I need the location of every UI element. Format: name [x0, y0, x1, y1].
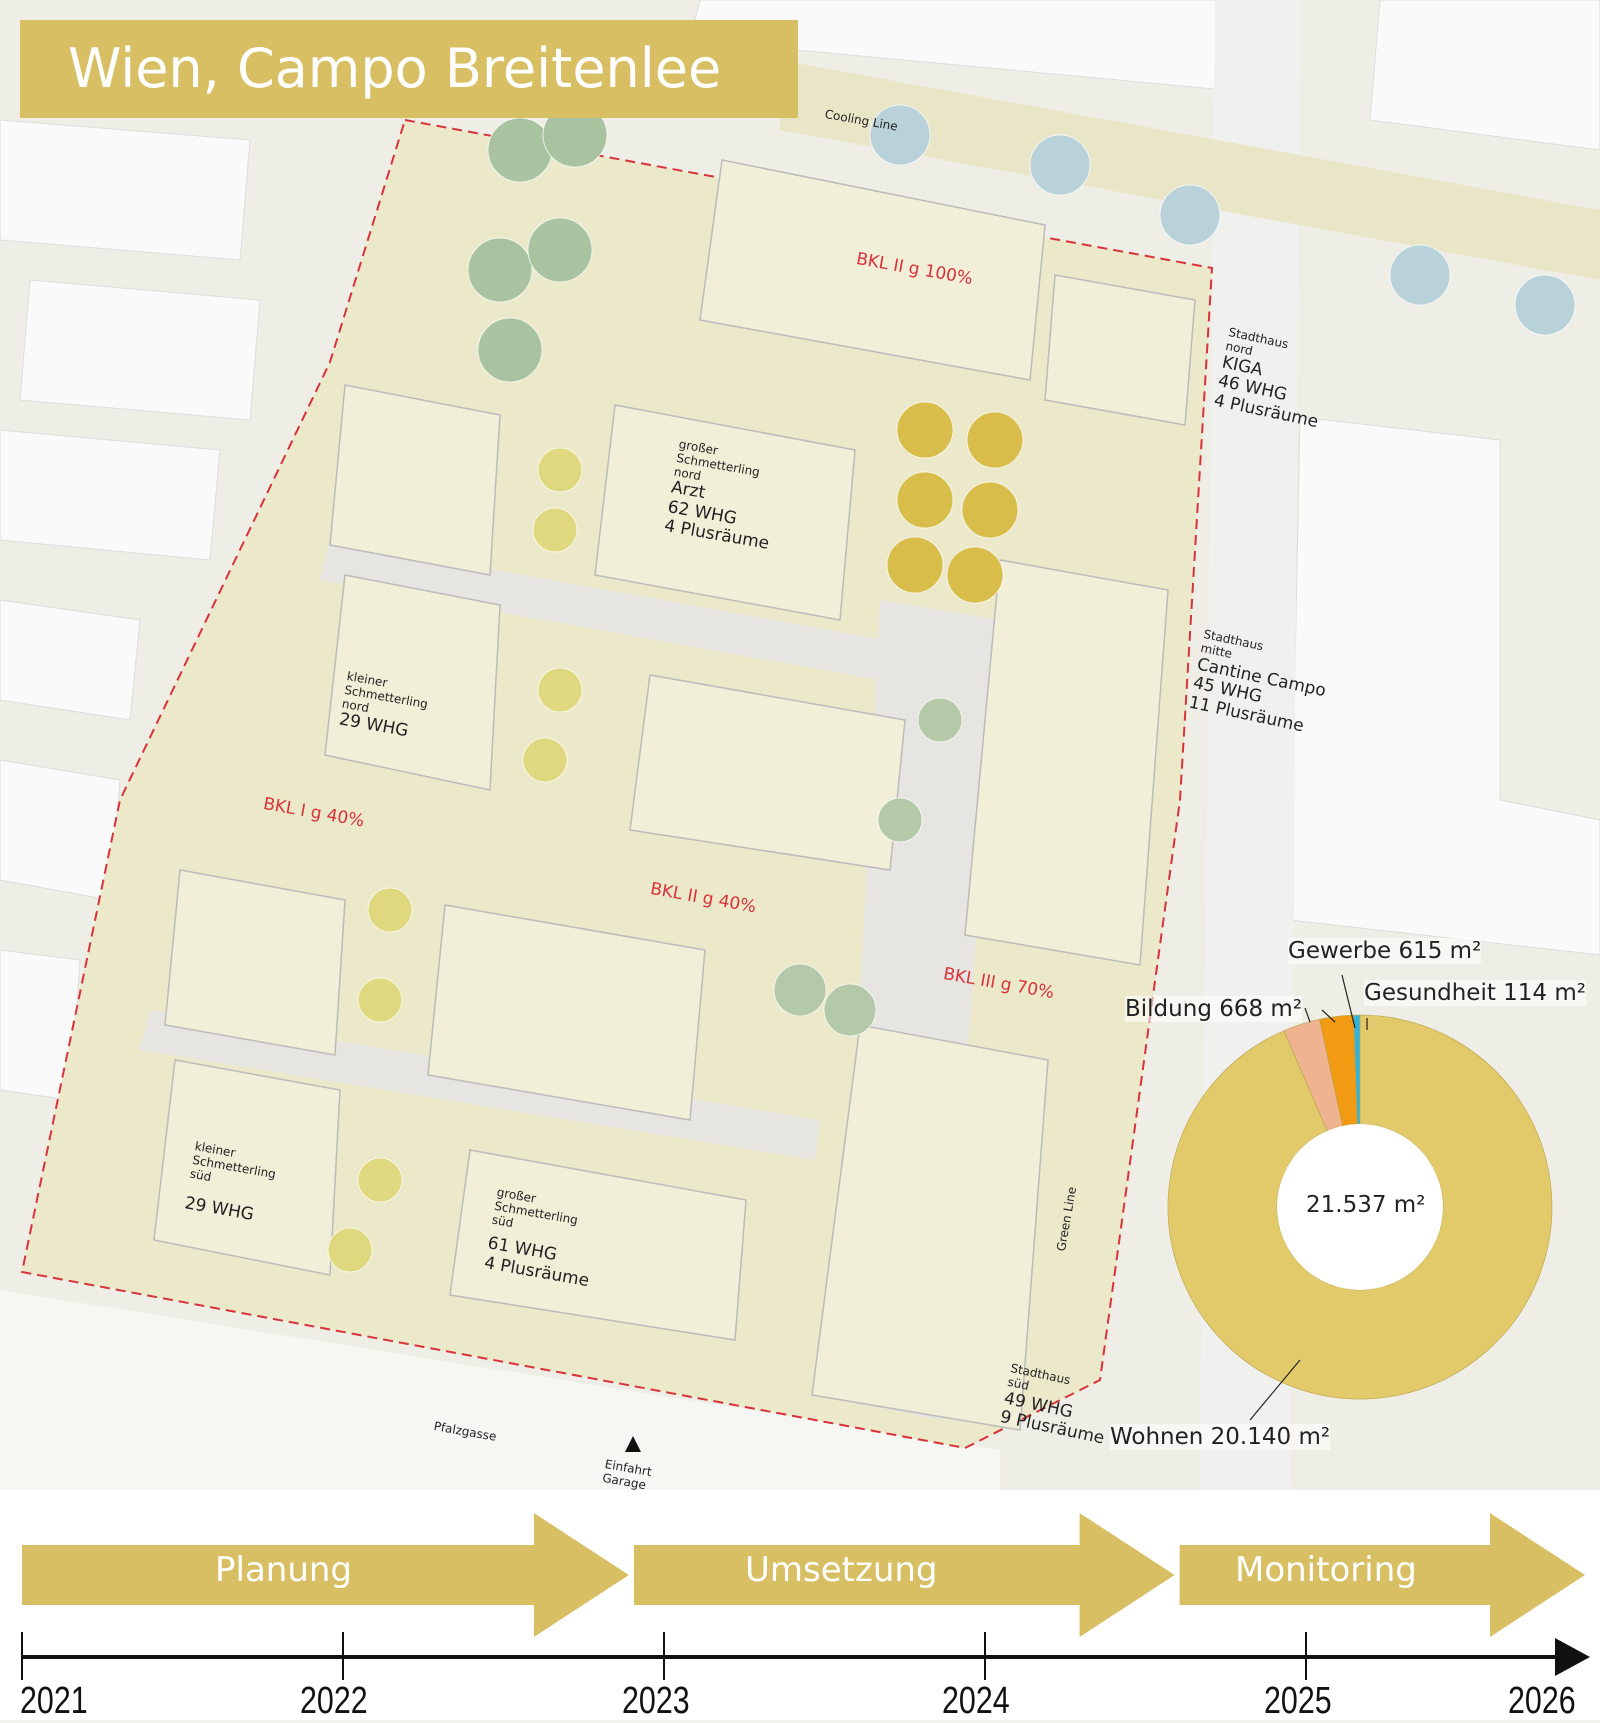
leader-line — [1321, 1009, 1336, 1023]
phase-umsetzung: Umsetzung — [745, 1550, 938, 1590]
page-title: Wien, Campo Breitenlee — [20, 20, 798, 118]
timeline-graphic — [21, 1513, 1590, 1680]
leader-line — [1341, 974, 1356, 1029]
timeline: Planung Umsetzung Monitoring 2021 2022 2… — [0, 1490, 1600, 1722]
project-buildings — [153, 159, 1196, 1431]
leader-line — [1304, 1007, 1311, 1023]
neighbouring-buildings — [0, 0, 1600, 1101]
year-2022: 2022 — [300, 1680, 368, 1722]
donut-total: 21.537 m² — [1306, 1192, 1426, 1218]
phase-arrow-monitoring — [1179, 1513, 1585, 1637]
year-2025: 2025 — [1264, 1680, 1332, 1722]
phase-arrow-umsetzung — [633, 1513, 1175, 1637]
axis-arrowhead — [1555, 1638, 1590, 1676]
year-2023: 2023 — [622, 1680, 690, 1722]
phase-planung: Planung — [215, 1550, 353, 1590]
donut-label-wohnen: Wohnen 20.140 m² — [1110, 1424, 1331, 1450]
leader-line — [1249, 1359, 1301, 1421]
phase-monitoring: Monitoring — [1235, 1550, 1417, 1590]
donut-label-bildung: Bildung 668 m² — [1125, 996, 1303, 1022]
trees — [327, 102, 1576, 1273]
phase-arrow-planung — [22, 1513, 629, 1637]
donut-label-gesundheit: Gesundheit 114 m² — [1364, 980, 1586, 1006]
donut-hole — [1277, 1124, 1443, 1290]
donut-label-gewerbe: Gewerbe 615 m² — [1288, 938, 1482, 964]
donut-chart — [1167, 974, 1553, 1421]
garage-entrance-marker — [625, 1436, 641, 1452]
year-2026: 2026 — [1508, 1680, 1576, 1722]
year-2021: 2021 — [20, 1680, 88, 1722]
year-2024: 2024 — [942, 1680, 1010, 1722]
site-plan — [0, 0, 1600, 1490]
